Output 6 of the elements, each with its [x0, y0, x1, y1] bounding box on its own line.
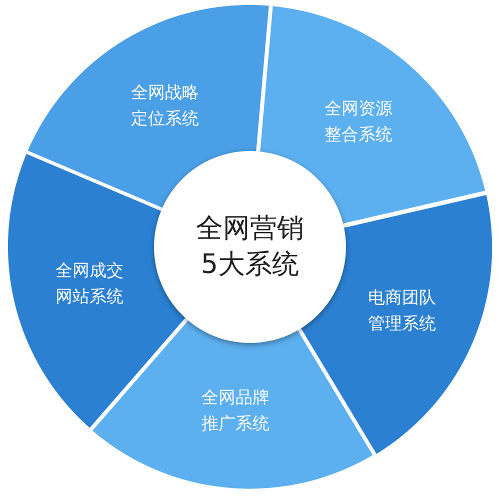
center-label: 全网营销5大系统: [195, 212, 305, 282]
segment-label: 全网战略定位系统: [130, 82, 200, 131]
segment-label: 全网资源整合系统: [323, 98, 394, 148]
segment-label: 全网品牌推广系统: [200, 387, 271, 436]
segment-label: 电商团队管理系统: [366, 287, 437, 336]
segment-label: 全网成交网站系统: [54, 260, 124, 310]
